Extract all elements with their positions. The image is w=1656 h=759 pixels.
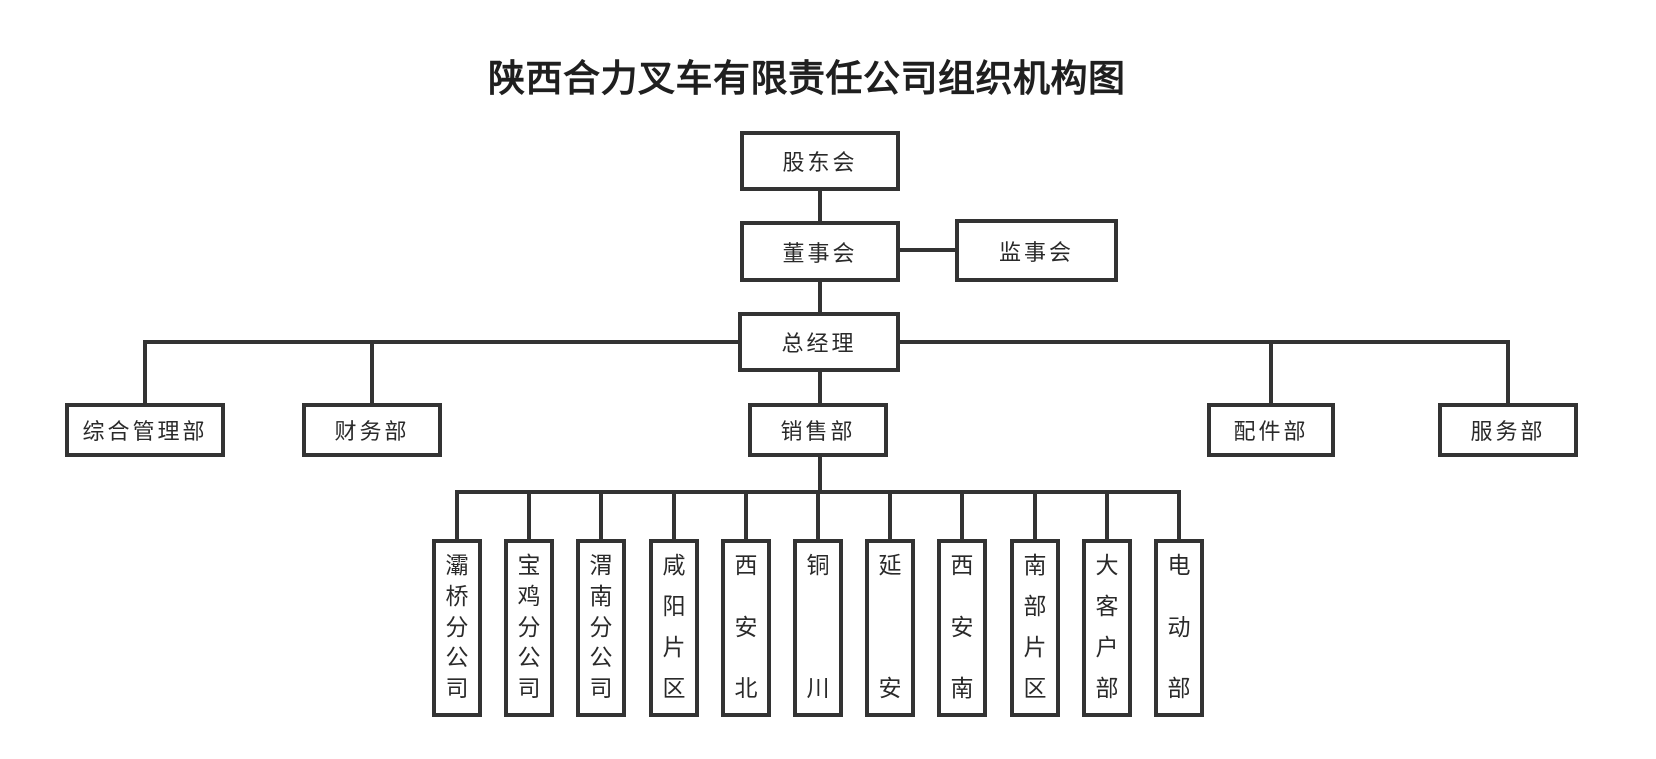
connector-board-gm: [818, 282, 822, 312]
connector-drop-unit-2: [527, 490, 531, 539]
connector-drop-unit-6: [816, 490, 820, 539]
connector-drop-service: [1506, 340, 1510, 403]
org-box-unit-baoji-branch: 宝鸡分公司: [504, 539, 554, 717]
org-box-unit-tongchuan: 铜川: [793, 539, 843, 717]
org-box-general-manager-label: 总经理: [781, 331, 857, 356]
org-box-general-manager: 总经理: [738, 312, 900, 372]
connector-sales-branch-vertical: [818, 457, 822, 494]
unit-label: 渭南分公司: [589, 553, 613, 701]
org-box-unit-yanan: 延安: [865, 539, 915, 717]
connector-drop-unit-4: [672, 490, 676, 539]
connector-drop-unit-11: [1177, 490, 1181, 539]
unit-label: 西安南: [950, 553, 974, 701]
connector-drop-parts: [1269, 340, 1273, 403]
dept-label: 财务部: [334, 419, 410, 444]
connector-drop-finance: [370, 340, 374, 403]
org-box-unit-xian-south: 西安南: [937, 539, 987, 717]
unit-label: 咸阳片区: [662, 553, 686, 701]
connector-drop-unit-10: [1105, 490, 1109, 539]
connector-shareholders-board: [818, 191, 822, 221]
dept-label: 配件部: [1233, 419, 1309, 444]
org-box-dept-service: 服务部: [1438, 403, 1578, 457]
unit-label: 大客户部: [1095, 553, 1119, 701]
org-box-unit-electric: 电动部: [1154, 539, 1204, 717]
connector-gm-sales: [818, 372, 822, 406]
dept-label: 综合管理部: [82, 419, 208, 444]
unit-label: 宝鸡分公司: [517, 553, 541, 701]
org-box-unit-baqiao-branch: 灞桥分公司: [432, 539, 482, 717]
org-box-shareholders-label: 股东会: [782, 150, 858, 175]
org-box-dept-finance: 财务部: [302, 403, 442, 457]
org-box-board-label: 董事会: [782, 240, 858, 266]
dept-label: 服务部: [1470, 419, 1546, 444]
org-box-shareholders: 股东会: [740, 131, 900, 191]
org-box-supervisory: 监事会: [955, 219, 1118, 282]
dept-label: 销售部: [780, 419, 856, 444]
connector-drop-unit-9: [1033, 490, 1037, 539]
connector-drop-unit-5: [744, 490, 748, 539]
org-box-dept-general-admin: 综合管理部: [65, 403, 225, 457]
org-box-dept-sales: 销售部: [748, 403, 888, 457]
connector-drop-general-admin: [143, 340, 147, 403]
chart-title: 陕西合力叉车有限责任公司组织机构图: [488, 58, 1126, 99]
org-box-dept-parts: 配件部: [1207, 403, 1335, 457]
org-box-unit-xianyang-area: 咸阳片区: [649, 539, 699, 717]
unit-label: 延安: [878, 553, 902, 701]
org-box-unit-southern-area: 南部片区: [1010, 539, 1060, 717]
connector-drop-unit-3: [599, 490, 603, 539]
unit-label: 电动部: [1167, 553, 1191, 701]
org-box-unit-weinan-branch: 渭南分公司: [576, 539, 626, 717]
connector-drop-unit-7: [888, 490, 892, 539]
unit-label: 南部片区: [1023, 553, 1047, 701]
org-box-supervisory-label: 监事会: [998, 239, 1074, 265]
connector-drop-unit-1: [455, 490, 459, 539]
org-box-board: 董事会: [740, 221, 900, 282]
org-box-unit-xian-north: 西安北: [721, 539, 771, 717]
unit-label: 铜川: [806, 553, 830, 701]
org-box-unit-key-accounts: 大客户部: [1082, 539, 1132, 717]
unit-label: 西安北: [734, 553, 758, 701]
unit-label: 灞桥分公司: [445, 553, 469, 701]
connector-board-supervisory: [900, 248, 955, 252]
connector-drop-unit-8: [960, 490, 964, 539]
